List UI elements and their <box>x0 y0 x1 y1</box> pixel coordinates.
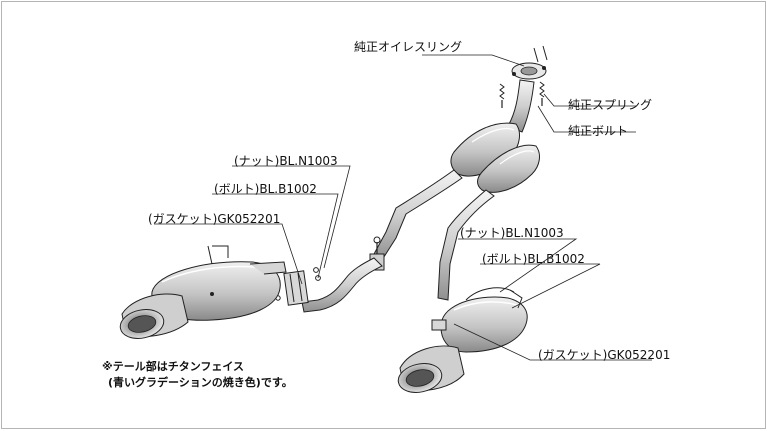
front-pipe <box>507 79 535 133</box>
label-stock-spring: 純正スプリング <box>568 98 653 112</box>
note-line-1: ※テール部はチタンフェイス <box>102 360 245 373</box>
label-nut-right: (ナット)BL.N1003 <box>460 226 564 240</box>
y-pipe-right <box>437 189 495 301</box>
left-flange-joint <box>273 267 321 306</box>
label-bolt-left: (ボルト)BL.B1002 <box>214 182 317 196</box>
label-stock-oil-ring: 純正オイレスリング <box>354 40 463 54</box>
label-gasket-right: (ガスケット)GK052201 <box>538 348 671 362</box>
label-stock-bolt: 純正ボルト <box>568 124 629 138</box>
left-tail-tip <box>119 293 189 339</box>
label-nut-left: (ナット)BL.N1003 <box>234 154 338 168</box>
twin-resonators <box>450 122 540 193</box>
note-line-2: (青いグラデーションの焼き色)です。 <box>108 376 293 389</box>
label-gasket-left: (ガスケット)GK052201 <box>148 212 281 226</box>
front-flange <box>511 45 548 80</box>
left-mid-pipe <box>301 257 383 313</box>
right-muffler <box>431 287 528 353</box>
leader-lines <box>154 54 652 361</box>
label-bolt-right: (ボルト)BL.B1002 <box>482 252 585 266</box>
stock-springs <box>499 81 545 108</box>
right-tail-tip <box>397 345 465 393</box>
